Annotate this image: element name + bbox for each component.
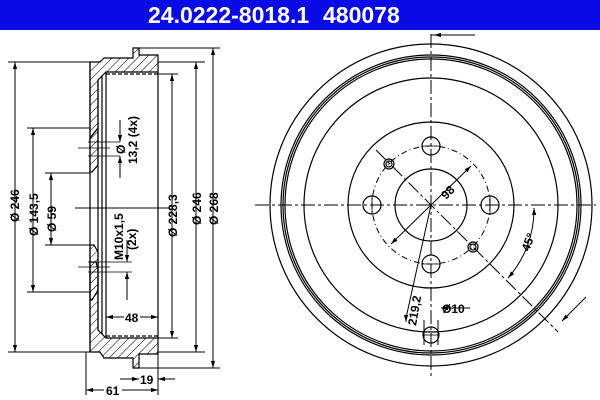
side-section-view [8, 47, 220, 369]
dim-hole-d10: Ø10 [442, 302, 465, 316]
dim-pcd-98: 98 [438, 183, 458, 203]
dim-d246-left: Ø 246 [8, 189, 22, 222]
dim-19: 19 [140, 373, 154, 387]
side-dimension-labels: Ø 246 Ø 143,5 Ø 59 Ø 13,2 (4x) M10x1,5 (… [8, 116, 221, 398]
front-view [255, 34, 596, 376]
side-dimension-lines [12, 48, 216, 395]
dim-d268: Ø 268 [207, 192, 221, 225]
title-bar: 24.0222-8018.1 480078 [0, 0, 600, 30]
dim-hole-13-2: 13,2 (4x) [126, 116, 140, 164]
front-dimension-lines [390, 32, 587, 345]
dim-thread-count: (2x) [125, 229, 139, 250]
front-dimension-labels: 98 45° 219,2 Ø10 [405, 183, 538, 327]
dim-61: 61 [106, 384, 120, 398]
threaded-hole-2 [467, 241, 479, 253]
dim-d246-right: Ø 246 [190, 192, 204, 225]
dim-d219-2: 219,2 [405, 294, 424, 326]
reference-number: 480078 [323, 2, 400, 28]
threaded-hole-1 [383, 158, 395, 170]
dim-hole-symbol: Ø [114, 145, 128, 154]
dim-thread-m10: M10x1,5 [112, 213, 126, 260]
dim-d59: Ø 59 [45, 206, 59, 232]
part-number: 24.0222-8018.1 [148, 2, 310, 28]
dim-angle-45: 45° [519, 231, 538, 253]
dim-d143-5: Ø 143,5 [27, 193, 41, 236]
technical-drawing: Ø 246 Ø 143,5 Ø 59 Ø 13,2 (4x) M10x1,5 (… [8, 32, 596, 398]
dim-d228-3: Ø 228,3 [166, 194, 180, 237]
dim-48: 48 [125, 311, 139, 325]
